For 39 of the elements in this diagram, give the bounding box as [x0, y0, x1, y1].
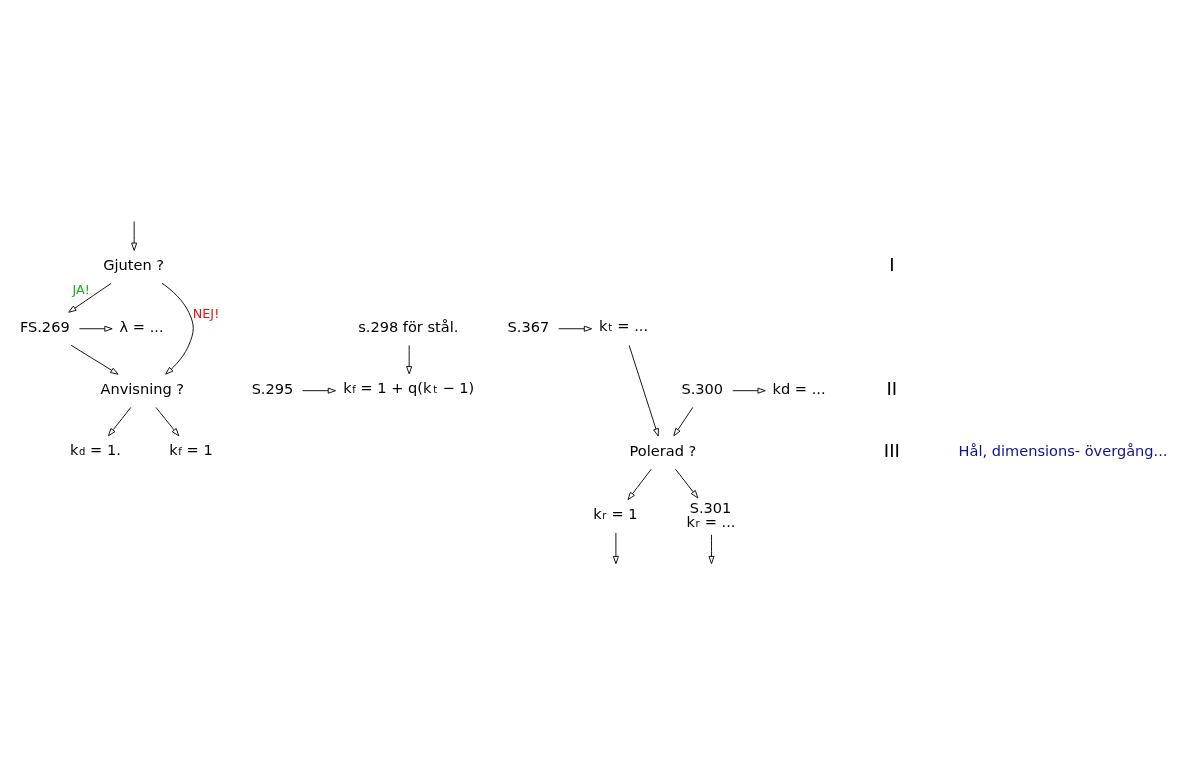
- node-text: FS.269: [19, 317, 70, 335]
- arrow: [627, 468, 652, 500]
- node-text: kr = 1: [593, 504, 638, 522]
- arrow: [70, 344, 119, 375]
- node-text: S.295: [251, 379, 294, 397]
- arrow: [628, 344, 659, 436]
- arrow: [161, 282, 194, 375]
- node-text: S.367: [507, 317, 550, 335]
- node-text: S.301 kr = ...: [686, 498, 736, 530]
- arrow: [674, 468, 699, 498]
- node-text: kd = ...: [772, 379, 826, 397]
- arrow: [78, 325, 113, 332]
- arrow: [302, 387, 336, 394]
- node-text: kf = 1 + q(kt − 1): [343, 378, 475, 396]
- arrow: [68, 282, 112, 313]
- edge-label: JA!: [72, 281, 90, 297]
- node-text: Gjuten ?: [103, 255, 165, 273]
- arrow: [612, 532, 619, 564]
- arrow: [406, 344, 413, 374]
- label: Hål, dimensions- övergång...: [958, 441, 1168, 459]
- label: II: [886, 377, 898, 399]
- node-text: kt = ...: [599, 316, 649, 334]
- node-text: Anvisning ?: [100, 379, 185, 397]
- node-text: S.300: [681, 379, 724, 397]
- node-text: kd = 1.: [69, 440, 121, 458]
- arrow: [155, 406, 180, 436]
- label: III: [883, 439, 900, 461]
- arrow: [131, 220, 138, 251]
- arrow: [558, 325, 593, 332]
- edge-label: NEJ!: [192, 305, 220, 321]
- arrow: [708, 533, 715, 564]
- arrow: [108, 406, 132, 436]
- node-text: s.298 för stål.: [358, 317, 459, 335]
- node-text: λ = ...: [119, 317, 164, 335]
- node-text: Polerad ?: [629, 441, 697, 459]
- arrow: [732, 387, 766, 394]
- node-text: kf = 1: [169, 440, 213, 458]
- label: I: [889, 253, 895, 275]
- arrow: [673, 406, 694, 436]
